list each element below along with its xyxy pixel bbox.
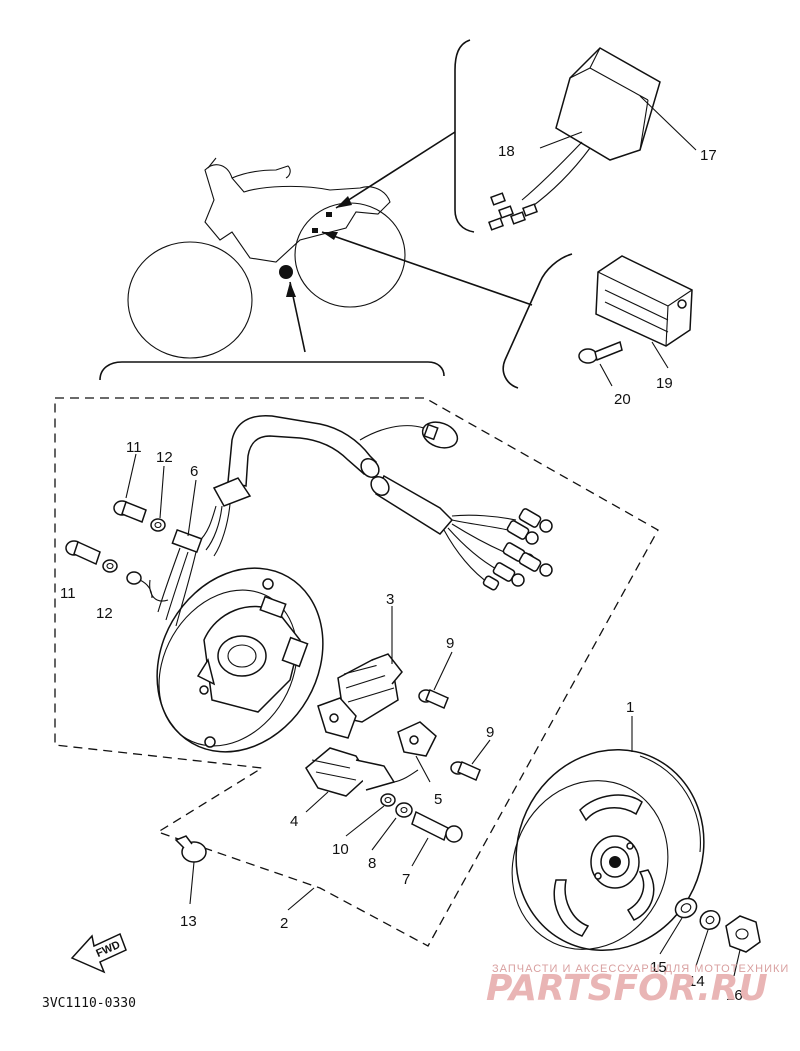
callout-9-lower: 9 (486, 724, 494, 741)
washer-10 (380, 793, 396, 807)
callout-1: 1 (626, 699, 634, 716)
callout-15: 15 (650, 959, 667, 976)
connector-pin (518, 552, 553, 577)
inset-regulator (502, 253, 693, 389)
washer-15 (674, 897, 698, 919)
callout-16: 16 (726, 987, 743, 1004)
cdi-unit (555, 47, 661, 161)
callout-17: 17 (700, 147, 717, 164)
callout-20: 20 (614, 391, 631, 408)
callout-7: 7 (402, 871, 410, 888)
location-dot-regulator (312, 228, 318, 233)
nut-16 (725, 915, 761, 953)
leader-lines (125, 453, 741, 977)
callout-11-upper: 11 (126, 439, 142, 456)
fwd-arrow-icon: FWD (70, 932, 127, 974)
callout-12-lower: 12 (96, 605, 113, 622)
locator-arrows (99, 131, 533, 381)
bracket (397, 721, 437, 757)
source-coil (317, 653, 403, 739)
stator-assembly-boundary (54, 397, 659, 947)
bolt-7 (411, 810, 463, 843)
inset-cdi-unit (454, 39, 697, 233)
callout-3: 3 (386, 591, 394, 608)
callout-19: 19 (656, 375, 673, 392)
watermark: ЗАПЧАСТИ И АКСЕССУАРЫ ДЛЯ МОТОТЕХНИКИ PA… (486, 963, 789, 1009)
callout-13: 13 (180, 913, 197, 930)
callout-12-upper: 12 (156, 449, 173, 466)
connector-pin (482, 575, 500, 591)
watermark-brand: PARTSFOR.RU (486, 968, 768, 1009)
callout-6: 6 (190, 463, 198, 480)
screw-9-upper (418, 688, 449, 710)
harness-connectors (443, 508, 553, 591)
rotor-flywheel (511, 748, 705, 952)
location-dot-cdi (326, 212, 332, 217)
stator-plate (156, 567, 324, 753)
regulator-bolt (578, 340, 623, 364)
callout-4: 4 (290, 813, 298, 830)
screw-13 (174, 835, 207, 863)
callout-18: 18 (498, 143, 515, 160)
callout-11-lower: 11 (60, 585, 76, 602)
watermark-tagline: ЗАПЧАСТИ И АКСЕССУАРЫ ДЛЯ МОТОТЕХНИКИ (492, 963, 789, 975)
rectifier-regulator (595, 255, 693, 347)
connector-pin (518, 508, 553, 533)
screw-9-lower (450, 760, 481, 782)
callout-14: 14 (688, 973, 705, 990)
callout-9-upper: 9 (446, 635, 454, 652)
screw-11-lower (65, 540, 101, 566)
motorcycle-locator (127, 157, 406, 359)
callout-10: 10 (332, 841, 349, 858)
wire-clamp (126, 571, 153, 599)
callout-8: 8 (368, 855, 376, 872)
location-dot-generator (279, 265, 293, 279)
washer-14 (699, 909, 721, 931)
connector-pin (506, 520, 539, 545)
washer-12-lower (102, 559, 118, 573)
washer-8 (395, 802, 413, 818)
cdi-connectors (488, 192, 538, 231)
callout-5: 5 (434, 791, 442, 808)
pickup-coil (305, 747, 419, 797)
diagram-code: 3VC1110-0330 (42, 996, 136, 1011)
callout-2: 2 (280, 915, 288, 932)
wire-harness (149, 414, 459, 627)
screw-11-upper (113, 500, 147, 523)
washer-12-upper (150, 518, 166, 532)
connector-pin (492, 562, 525, 587)
callout-labels: 1 2 3 4 5 6 7 8 9 9 10 11 11 12 12 13 14… (60, 143, 743, 1004)
